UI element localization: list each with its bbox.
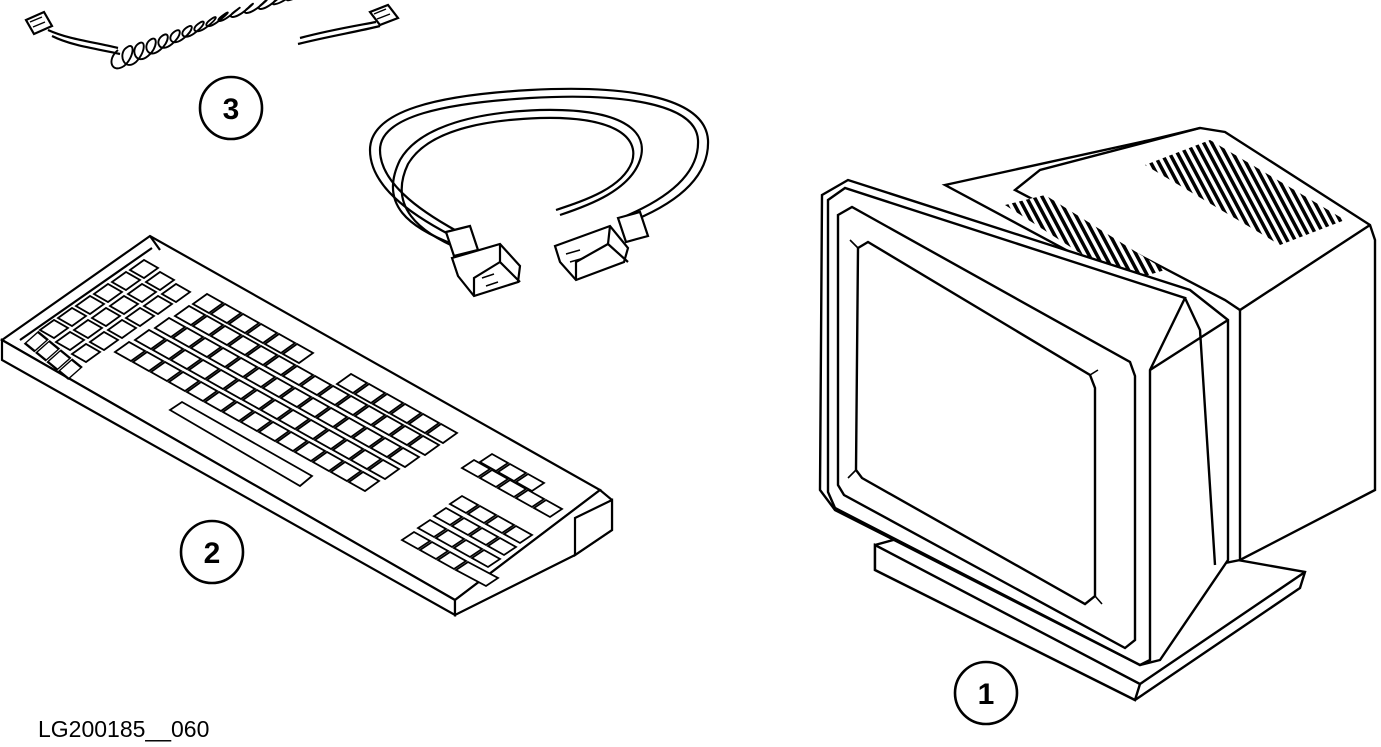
figure-identifier: LG200185__060	[38, 716, 210, 742]
callout-3-number: 3	[223, 93, 240, 126]
coil-section	[110, 0, 293, 70]
power-cord	[368, 87, 710, 298]
space-bar	[168, 400, 314, 488]
left-plug	[24, 10, 54, 36]
keycaps	[23, 258, 564, 588]
coiled-keyboard-cable	[24, 0, 400, 70]
vent-grille	[1145, 140, 1345, 245]
monitor	[818, 126, 1377, 702]
right-plug	[368, 3, 400, 27]
callout-2-number: 2	[204, 537, 221, 570]
callout-3: 3	[198, 75, 264, 141]
callout-1: 1	[953, 660, 1019, 726]
callout-2: 2	[179, 519, 245, 585]
keyboard	[0, 234, 614, 617]
male-connector	[553, 210, 650, 282]
callout-1-number: 1	[978, 678, 995, 711]
female-connector	[444, 224, 522, 298]
